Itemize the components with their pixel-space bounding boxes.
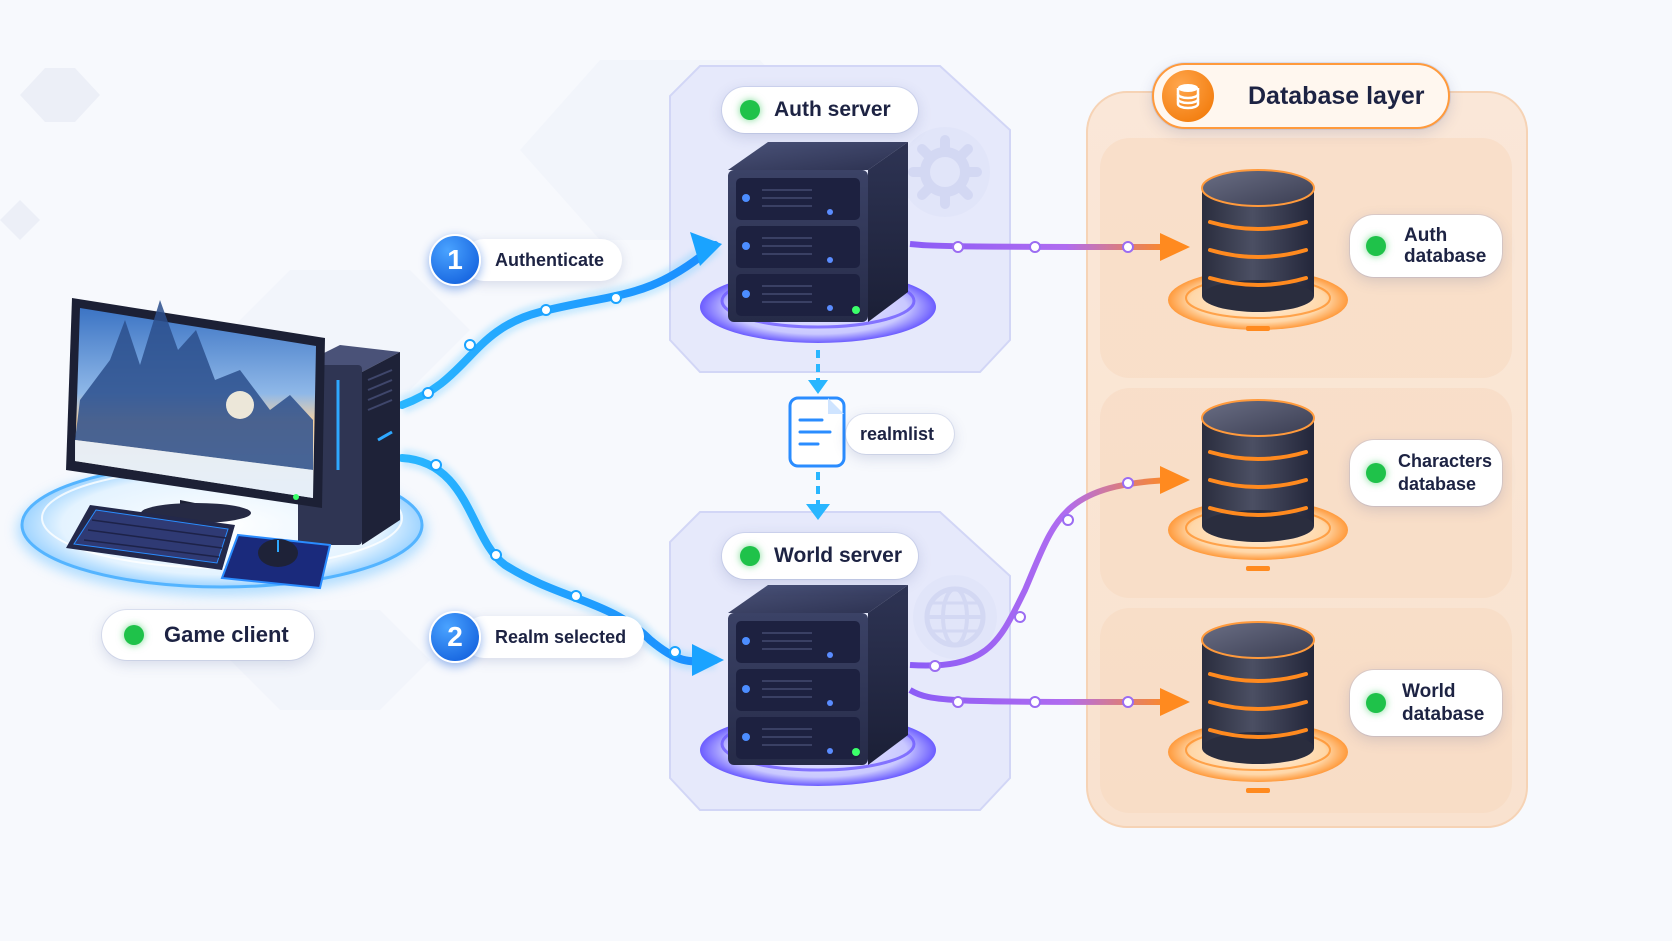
- game-client-label-text: Game client: [164, 622, 289, 647]
- status-dot: [740, 546, 760, 566]
- auth-server-to-auth-db-link: [909, 233, 1190, 261]
- step-2-badge: 2: [429, 611, 481, 663]
- step-2-label: Realm selected: [463, 616, 645, 658]
- world-database-label-line2: database: [1402, 704, 1485, 725]
- gear-icon: [900, 127, 990, 217]
- status-dot: [1366, 693, 1386, 713]
- globe-icon: [913, 575, 997, 659]
- world-server-to-characters-db-link: [909, 466, 1190, 672]
- world-server-card: [669, 511, 1011, 811]
- auth-server-label: Auth server: [722, 87, 918, 133]
- status-dot: [124, 625, 144, 645]
- realmlist-label: realmlist: [846, 414, 954, 454]
- world-database-label-line1: World: [1402, 681, 1456, 702]
- auth-server-rack: [728, 142, 908, 322]
- status-dot: [1366, 463, 1386, 483]
- pc-monitor: [66, 298, 325, 523]
- step-realm-selected: 2 Realm selected: [429, 611, 645, 663]
- database-icon: [1162, 70, 1214, 122]
- document-icon: [788, 396, 846, 468]
- step-1-badge: 1: [429, 234, 481, 286]
- step-1-label: Authenticate: [463, 239, 623, 281]
- world-database-cylinder: [1168, 621, 1348, 793]
- realmlist-label-text: realmlist: [860, 423, 935, 444]
- auth-to-realmlist-link: [808, 350, 828, 394]
- world-server-to-world-db-link: [908, 687, 1190, 716]
- client-to-auth-link: [398, 232, 722, 414]
- auth-database-cylinder: [1168, 169, 1348, 331]
- status-dot: [740, 100, 760, 120]
- pc-keyboard: [66, 505, 235, 570]
- characters-database-label: Characters database: [1350, 440, 1502, 506]
- auth-database-label-line1: Auth: [1404, 225, 1448, 246]
- auth-server-card: [669, 65, 1011, 373]
- world-server-label-text: World server: [774, 544, 902, 567]
- status-dot: [1366, 236, 1386, 256]
- world-server-label: World server: [722, 533, 918, 579]
- world-server-rack: [728, 585, 908, 765]
- database-layer-title-text: Database layer: [1248, 81, 1425, 110]
- step-authenticate: 1 Authenticate: [429, 234, 623, 286]
- auth-database-label-line2: database: [1404, 246, 1487, 267]
- characters-database-cylinder: [1168, 399, 1348, 571]
- auth-server-label-text: Auth server: [774, 98, 891, 121]
- world-database-label: World database: [1350, 670, 1502, 736]
- game-client-computer: [17, 298, 427, 596]
- characters-database-label-line2: database: [1398, 474, 1477, 494]
- characters-database-label-line1: Characters: [1398, 451, 1493, 471]
- pc-mouse: [220, 533, 332, 590]
- client-to-world-link: [398, 449, 724, 676]
- database-layer-title: Database layer: [1152, 63, 1450, 129]
- game-client-label: Game client: [102, 610, 314, 660]
- auth-database-label: Auth database: [1350, 215, 1502, 277]
- realmlist-to-world-link: [806, 472, 830, 520]
